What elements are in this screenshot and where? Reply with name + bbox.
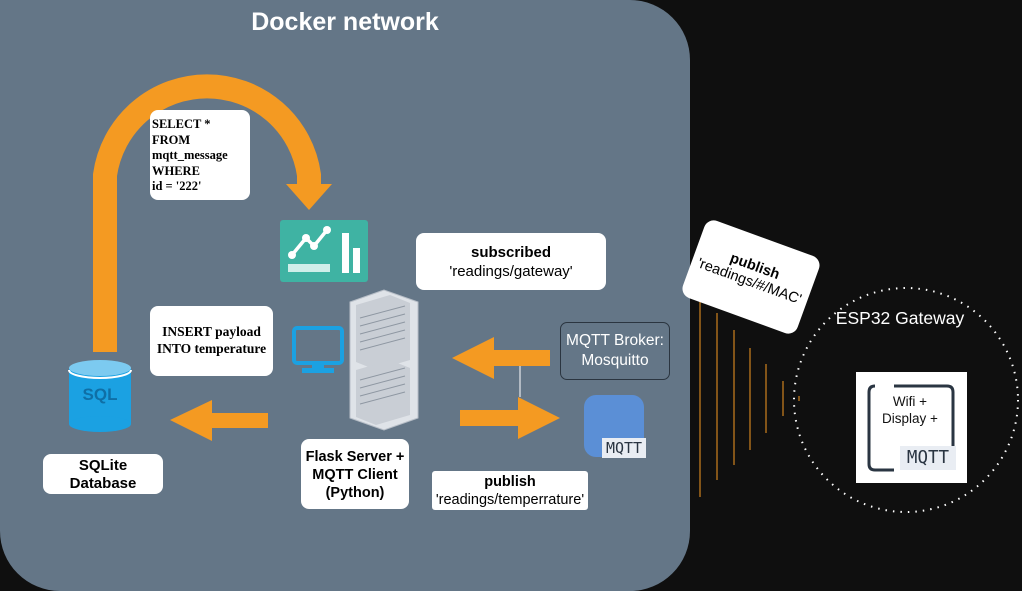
publish-title: publish [484,474,536,490]
query-curve-arrow [93,74,321,352]
insert-query: INSERT payload INTO temperature [150,306,273,376]
sql-line: FROM [152,132,191,147]
gateway-line1: Wifi + [892,394,928,409]
gateway-features: Wifi + Display + [870,393,950,427]
mqtt-broker-box: MQTT Broker: Mosquitto [560,322,670,380]
database-icon-label: SQL [82,385,118,404]
insert-line2: INTO temperature [156,341,267,356]
esp32-boundary [793,287,1019,513]
flask-line2: MQTT Client [312,467,398,483]
subscribed-topic-box: subscribed 'readings/gateway' [416,233,606,290]
gateway-mqtt-label: MQTT [900,446,956,470]
publish-topic: 'readings/temperrature' [435,492,585,508]
query-curve-arrowhead [286,184,332,210]
flask-line3: (Python) [325,485,385,501]
sql-line: SELECT * [152,117,211,131]
subscribed-topic: 'readings/gateway' [449,263,573,280]
sqlite-line2: Database [69,475,137,492]
sql-line: id = '222' [152,179,202,193]
mqtt-icon-label: MQTT [602,438,646,458]
sql-select-query: SELECT * FROM mqtt_message WHERE id = '2… [150,110,250,200]
sql-line: WHERE [152,163,200,178]
broker-line2: Mosquitto [581,352,649,369]
flask-line1: Flask Server + [305,449,405,465]
chart-dashboard-icon [280,220,368,282]
database-icon [68,360,132,432]
insert-arrow [170,400,268,441]
publish-arrow [460,397,560,439]
subscribe-arrow [452,337,550,379]
sqlite-line1: SQLite [78,457,128,474]
server-rack-icon [349,289,419,431]
esp32-gateway-label: ESP32 Gateway [835,308,965,328]
gateway-line2: Display + [882,411,938,426]
docker-network-title: Docker network [251,8,439,36]
broker-line1: MQTT Broker: [566,332,664,349]
subscribed-title: subscribed [470,244,552,261]
flask-server-label: Flask Server + MQTT Client (Python) [301,439,409,509]
sqlite-database-label: SQLite Database [43,454,163,494]
sql-line: mqtt_message [152,148,228,162]
insert-line1: INSERT payload [162,324,261,339]
radio-signal-lines [699,300,800,497]
publish-temperature-box: publish 'readings/temperrature' [432,471,588,510]
monitor-icon [292,326,344,373]
